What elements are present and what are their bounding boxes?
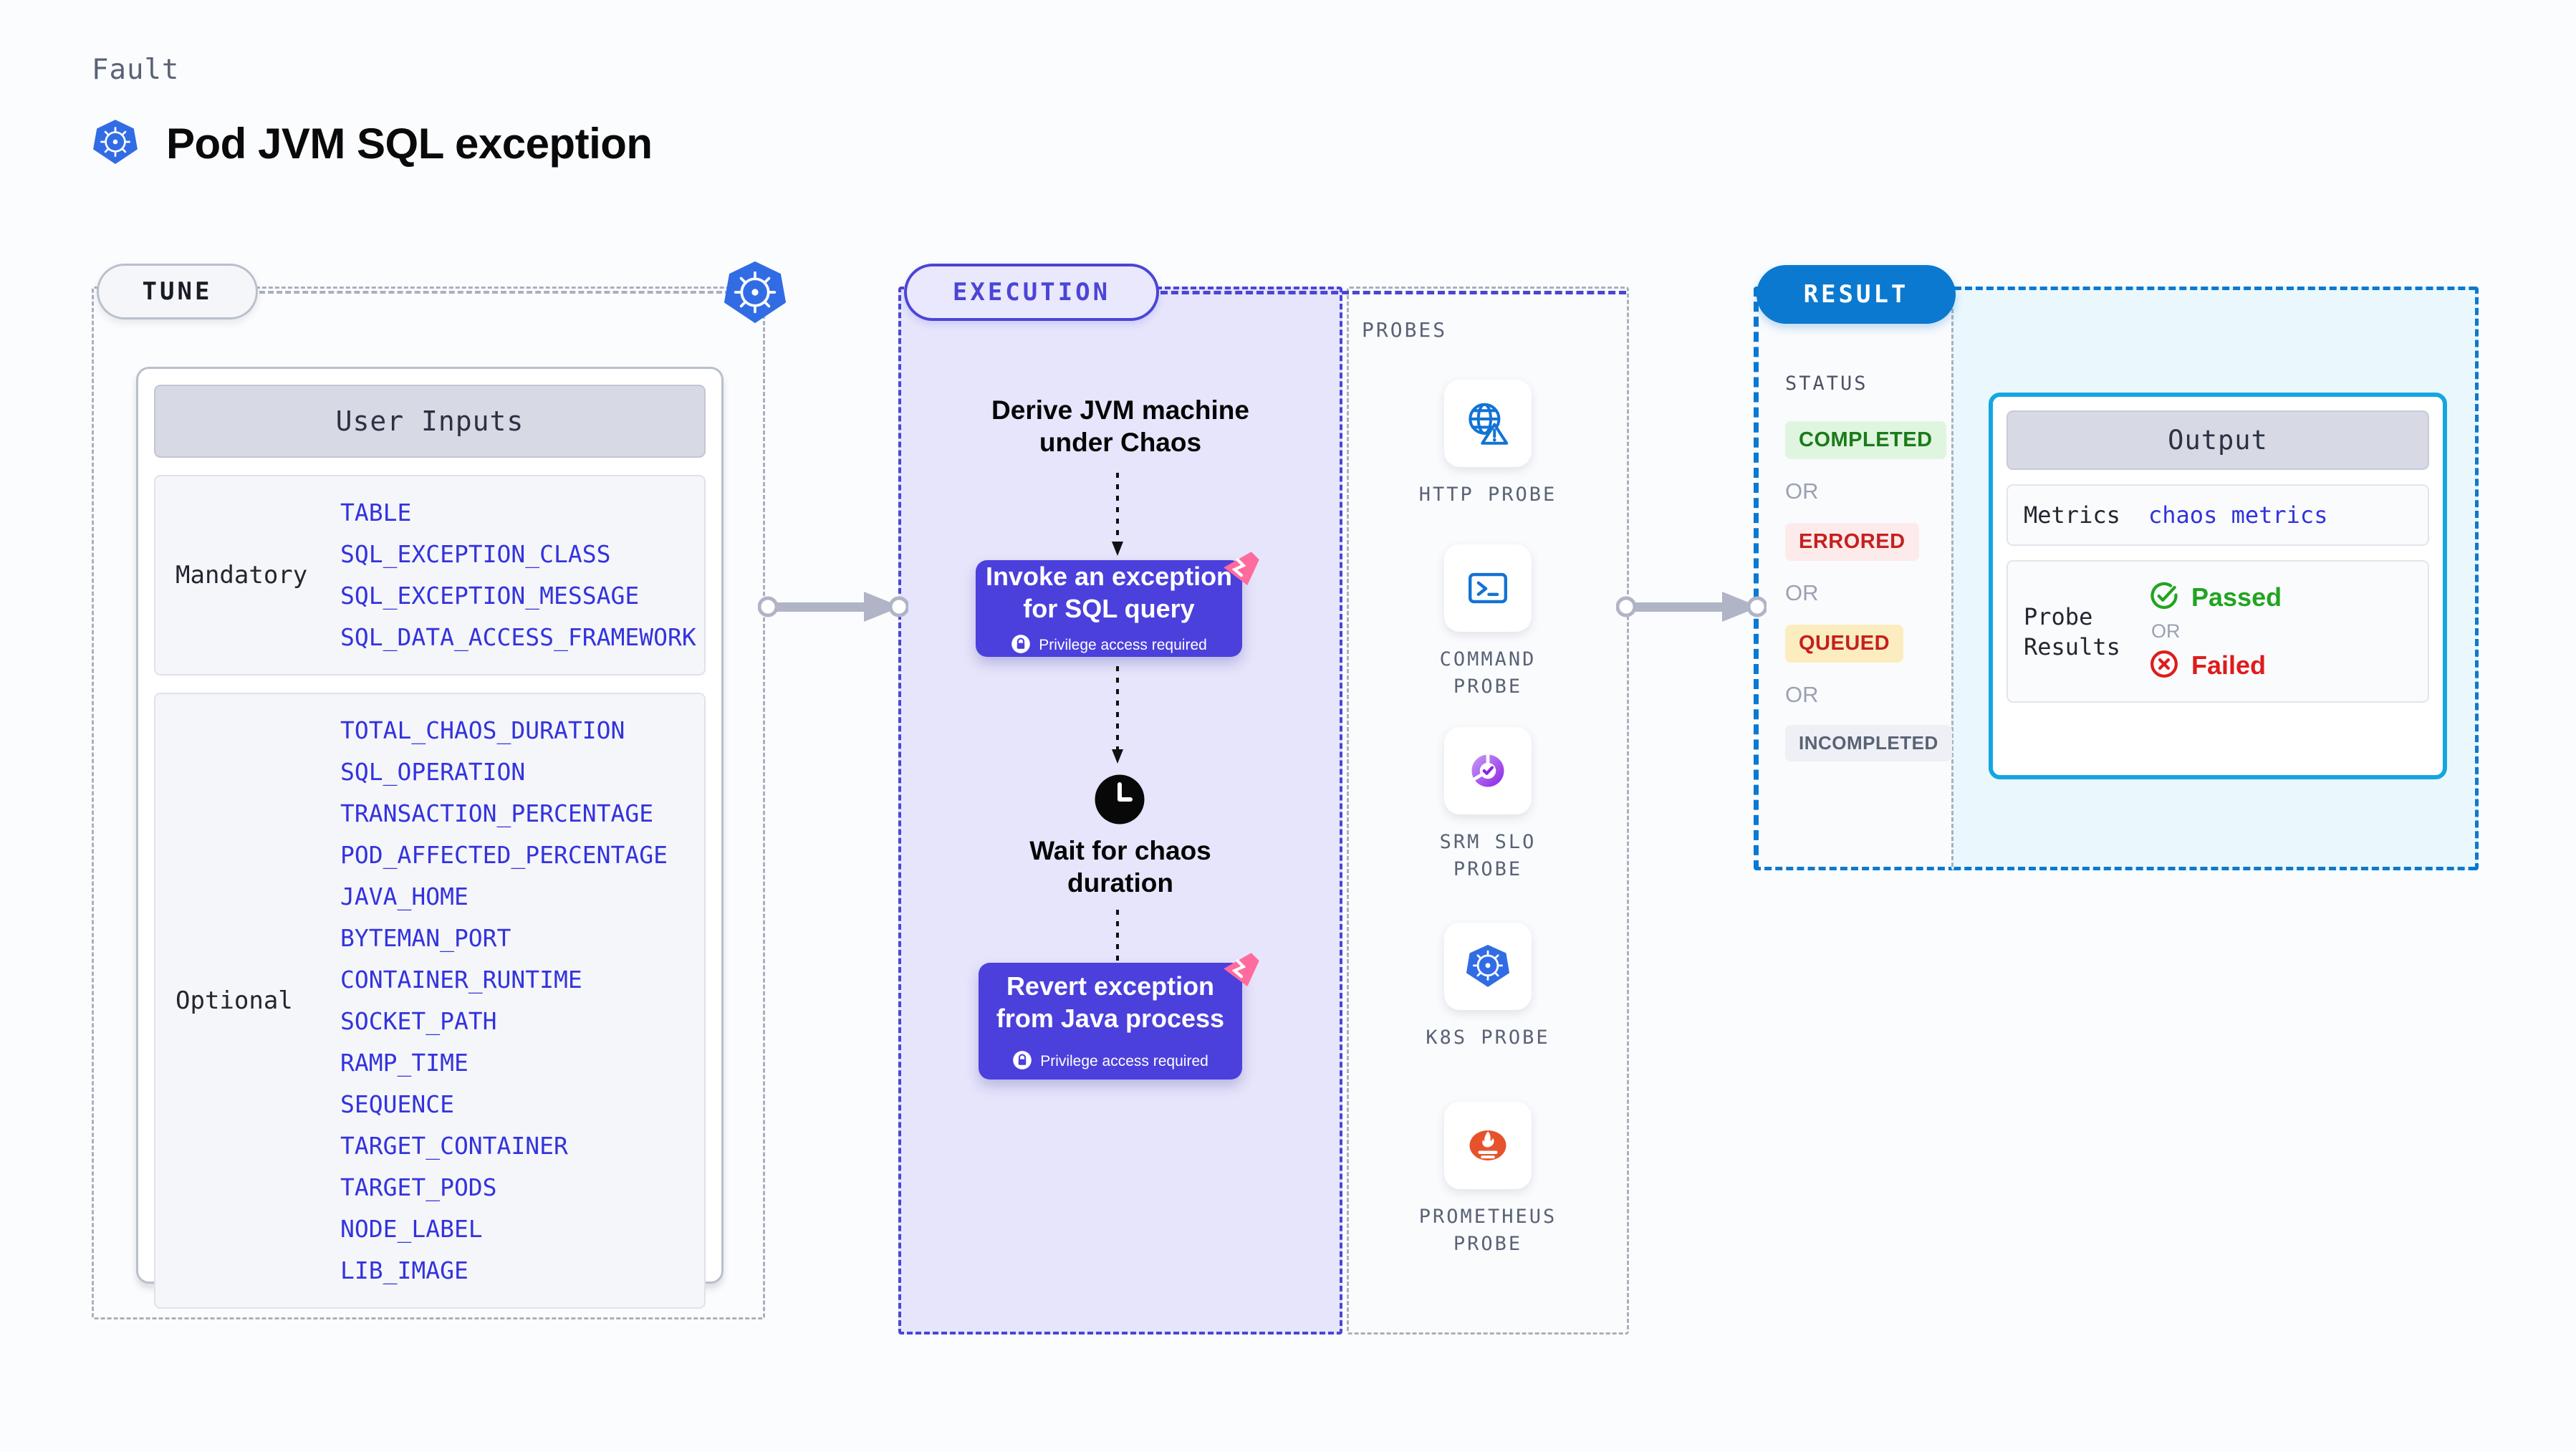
clock-icon — [1094, 774, 1145, 825]
param-item[interactable]: TOTAL_CHAOS_DURATION — [340, 716, 625, 744]
result-pill-label: RESULT — [1756, 265, 1956, 324]
param-item[interactable]: TABLE — [340, 499, 412, 527]
lock-icon — [1012, 1050, 1032, 1073]
mandatory-param-group: Mandatory TABLE SQL_EXCEPTION_CLASS SQL_… — [154, 475, 706, 675]
probe-item-k8s[interactable]: K8S PROBE — [1347, 923, 1629, 1052]
output-row-metrics: Metrics chaos metrics — [2007, 484, 2429, 546]
param-item[interactable]: JAVA_HOME — [340, 883, 468, 910]
status-section-label: STATUS — [1785, 372, 1868, 395]
status-or-label: OR — [1785, 580, 1819, 605]
group-label-mandatory: Mandatory — [176, 561, 308, 590]
output-card-header: Output — [2007, 410, 2429, 470]
param-item[interactable]: RAMP_TIME — [340, 1049, 468, 1077]
arrow-derive-to-invoke — [1103, 473, 1132, 562]
tune-region — [92, 287, 765, 1319]
param-item[interactable]: SQL_DATA_ACCESS_FRAMEWORK — [340, 623, 696, 651]
probe-result-failed: Failed — [2148, 648, 2282, 683]
kubernetes-icon — [722, 259, 788, 325]
probe-result-passed: Passed — [2148, 580, 2282, 615]
probe-item-http[interactable]: HTTP PROBE — [1347, 380, 1629, 509]
terminal-icon — [1444, 544, 1532, 632]
execution-card2-note: Privilege access required — [1040, 1052, 1208, 1069]
arrow-invoke-to-wait — [1103, 666, 1132, 769]
kubernetes-icon — [92, 118, 139, 168]
param-item[interactable]: BYTEMAN_PORT — [340, 924, 511, 952]
param-item[interactable]: NODE_LABEL — [340, 1215, 483, 1243]
status-or-label: OR — [1785, 479, 1819, 504]
result-status-region — [1754, 287, 1956, 870]
probe-label: HTTP PROBE — [1418, 484, 1557, 506]
user-inputs-header: User Inputs — [154, 385, 706, 458]
execution-pill-label: EXECUTION — [904, 264, 1159, 321]
metrics-label: Metrics — [2024, 501, 2120, 529]
status-badge: COMPLETED — [1785, 421, 1946, 459]
passed-label: Passed — [2191, 582, 2282, 612]
param-item[interactable]: SOCKET_PATH — [340, 1007, 497, 1035]
connector-tune-to-execution — [757, 587, 910, 629]
param-item[interactable]: SQL_OPERATION — [340, 758, 526, 786]
param-item[interactable]: SQL_EXCEPTION_CLASS — [340, 540, 611, 568]
harness-icon — [1218, 947, 1265, 994]
globe-warning-icon — [1444, 380, 1532, 467]
fault-title-row: Pod JVM SQL exception — [92, 118, 653, 168]
privilege-note-row: Privilege access required — [1011, 634, 1207, 657]
tune-divider-line — [259, 291, 739, 294]
param-item[interactable]: SEQUENCE — [340, 1090, 454, 1118]
user-inputs-card: User Inputs Mandatory TABLE SQL_EXCEPTIO… — [136, 367, 724, 1309]
param-item[interactable]: TRANSACTION_PERCENTAGE — [340, 799, 654, 827]
probe-result-or-label: OR — [2151, 620, 2181, 642]
failed-label: Failed — [2191, 650, 2267, 680]
lock-icon — [1011, 634, 1031, 657]
connector-execution-to-result — [1615, 587, 1768, 629]
execution-card1-note: Privilege access required — [1039, 637, 1207, 653]
x-circle-icon — [2148, 648, 2180, 683]
prometheus-icon — [1444, 1102, 1532, 1189]
optional-param-group: Optional TOTAL_CHAOS_DURATION SQL_OPERAT… — [154, 693, 706, 1309]
check-circle-icon — [2148, 580, 2180, 615]
param-item[interactable]: SQL_EXCEPTION_MESSAGE — [340, 582, 640, 610]
execution-divider-line — [1160, 291, 1626, 294]
privilege-note-row: Privilege access required — [1012, 1050, 1208, 1073]
tune-pill-label: TUNE — [97, 264, 258, 319]
group-label-optional: Optional — [176, 986, 293, 1015]
param-item[interactable]: TARGET_CONTAINER — [340, 1132, 568, 1160]
kubernetes-icon — [1444, 923, 1532, 1010]
param-item[interactable]: TARGET_PODS — [340, 1173, 497, 1201]
param-item[interactable]: LIB_IMAGE — [340, 1256, 468, 1284]
mandatory-items: TABLE SQL_EXCEPTION_CLASS SQL_EXCEPTION_… — [340, 492, 696, 658]
status-badge: QUEUED — [1785, 625, 1904, 663]
probe-results-values: Passed OR Failed — [2148, 580, 2282, 683]
harness-icon — [1218, 546, 1265, 593]
probes-section-label: PROBES — [1362, 318, 1448, 342]
metrics-value[interactable]: chaos metrics — [2148, 501, 2328, 529]
status-badge: INCOMPLETED — [1785, 725, 1952, 761]
param-item[interactable]: POD_AFFECTED_PERCENTAGE — [340, 841, 668, 869]
page-title: Pod JVM SQL exception — [166, 119, 653, 168]
probe-label: K8S PROBE — [1426, 1027, 1550, 1049]
param-item[interactable]: CONTAINER_RUNTIME — [340, 966, 582, 994]
status-or-label: OR — [1785, 682, 1819, 707]
srm-slo-gauge-icon — [1444, 727, 1532, 814]
status-badge: ERRORED — [1785, 523, 1919, 561]
fault-kicker-label: Fault — [92, 54, 180, 86]
optional-items: TOTAL_CHAOS_DURATION SQL_OPERATION TRANS… — [340, 710, 668, 1292]
